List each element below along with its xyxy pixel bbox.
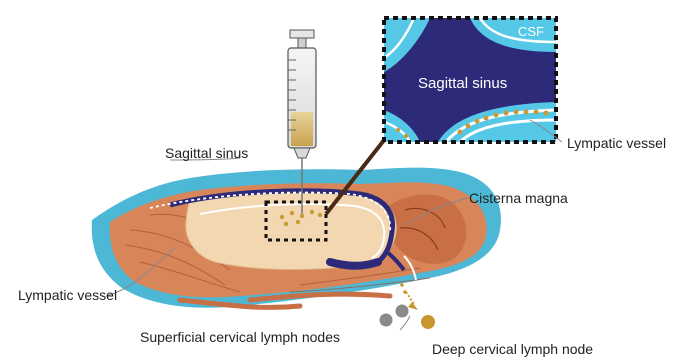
- deep-node: [421, 315, 435, 329]
- label-lymphatic-vessel-top: Lympatic vessel: [567, 136, 666, 150]
- lymph-nodes: [380, 283, 436, 329]
- label-cisterna-magna: Cisterna magna: [469, 191, 568, 205]
- inset-label-csf: CSF: [518, 25, 544, 38]
- label-superficial-nodes: Superficial cervical lymph nodes: [140, 330, 340, 344]
- superficial-node-1: [380, 314, 393, 327]
- label-lymphatic-vessel-left: Lympatic vessel: [18, 288, 117, 302]
- inset-label-sagittal-sinus: Sagittal sinus: [418, 76, 507, 91]
- superficial-node-2: [396, 305, 409, 318]
- label-sagittal-sinus: Sagittal sinus: [165, 146, 248, 160]
- leader-superficial: [400, 316, 410, 330]
- label-deep-node: Deep cervical lymph node: [432, 342, 593, 356]
